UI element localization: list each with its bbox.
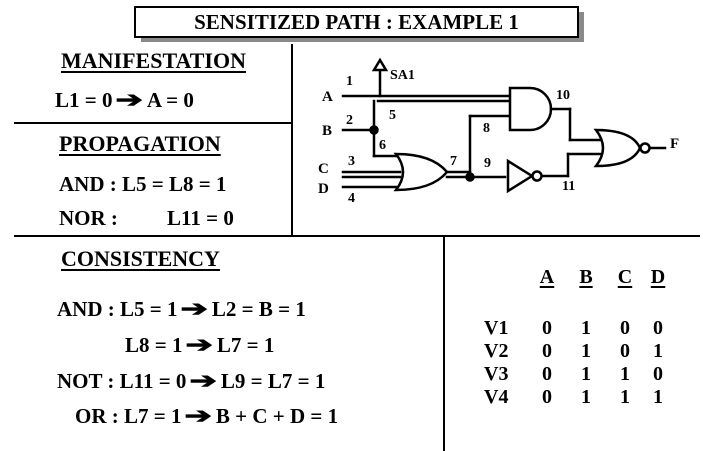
line-num-11: 11 [562,179,575,194]
consistency-l8-line: L8 = 1➔L7 = 1 [125,332,274,358]
table-row-name: V4 [484,386,509,408]
table-cell: 0 [653,317,663,339]
or-gate [393,152,449,192]
table-row-name: V3 [484,363,509,385]
line-num-8: 8 [483,121,490,136]
divider-vertical-bottom [443,236,445,451]
junction-7 [465,172,475,182]
table-cell: 1 [581,363,591,385]
consistency-not-right: L9 = L7 = 1 [220,369,326,393]
table-cell: 0 [542,363,552,385]
table-header-c: C [617,266,633,288]
nor-bubble [639,142,651,154]
propagation-nor-value: L11 = 0 [167,206,234,230]
table-cell: 1 [620,386,630,408]
table-row-name: V2 [484,340,509,362]
propagation-and-line: AND : L5 = L8 = 1 [59,172,227,196]
table-header-d: D [650,266,666,288]
input-d-label: D [318,181,329,197]
arrow-icon: ➔ [180,296,209,321]
table-cell: 1 [581,340,591,362]
consistency-not-line: NOT : L11 = 0➔L9 = L7 = 1 [57,368,325,394]
line-num-3: 3 [348,154,355,169]
consistency-and-line: AND : L5 = 1➔L2 = B = 1 [57,296,306,322]
table-header-b: B [579,266,593,288]
input-a-label: A [322,89,333,105]
table-row-name: V1 [484,317,509,339]
table-cell: 0 [653,363,663,385]
manifestation-right: A = 0 [146,88,194,112]
output-f-label: F [670,136,679,152]
table-cell: 0 [542,317,552,339]
propagation-nor-label: NOR : [59,206,118,230]
table-header-a: A [539,266,555,288]
table-cell: 0 [542,340,552,362]
consistency-not-left: NOT : L11 = 0 [57,369,187,393]
sa1-label: SA1 [390,68,415,83]
arrow-icon: ➔ [115,87,144,112]
manifestation-line: L1 = 0➔A = 0 [55,87,194,113]
line-num-10: 10 [556,88,570,103]
consistency-l8-left: L8 = 1 [125,333,183,357]
logic-circuit: SA1 A B C D F 1 2 3 4 5 6 7 8 9 10 11 [318,57,679,206]
line-num-4: 4 [348,191,355,206]
nor-gate [593,128,642,168]
consistency-and-left: AND : L5 = 1 [57,297,178,321]
arrow-icon: ➔ [184,403,213,428]
divider-middle [14,235,700,237]
table-cell: 1 [653,340,663,362]
consistency-l8-right: L7 = 1 [216,333,275,357]
sa1-triangle-icon [371,57,389,72]
line-num-9: 9 [484,156,491,171]
vector-table: A B C D V1 0 1 0 0 V2 0 1 0 1 V3 0 1 1 0… [480,266,690,416]
junction-b [369,125,379,135]
table-cell: 1 [653,386,663,408]
consistency-or-left: OR : L7 = 1 [75,404,182,428]
consistency-heading: CONSISTENCY [61,246,220,271]
input-c-label: C [318,161,329,177]
line-num-1: 1 [346,74,353,89]
page-title: SENSITIZED PATH : EXAMPLE 1 [134,6,579,38]
manifestation-heading: MANIFESTATION [61,48,246,73]
input-b-label: B [322,123,332,139]
line-num-6: 6 [379,138,386,153]
line-num-5: 5 [389,108,396,123]
arrow-icon: ➔ [189,368,218,393]
table-cell: 1 [581,317,591,339]
propagation-heading: PROPAGATION [59,131,221,156]
table-cell: 0 [542,386,552,408]
and-gate [508,86,553,132]
consistency-or-right: B + C + D = 1 [215,404,339,428]
table-cell: 0 [620,340,630,362]
not-gate [506,158,535,194]
not-bubble [531,170,543,182]
table-cell: 0 [620,317,630,339]
divider-left-top [14,122,292,124]
line-num-2: 2 [346,113,353,128]
consistency-or-line: OR : L7 = 1➔B + C + D = 1 [75,403,338,429]
table-cell: 1 [620,363,630,385]
consistency-and-right: L2 = B = 1 [211,297,306,321]
manifestation-left: L1 = 0 [55,88,113,112]
table-cell: 1 [581,386,591,408]
divider-vertical-top [291,44,293,236]
arrow-icon: ➔ [185,332,214,357]
line-num-7: 7 [450,154,457,169]
